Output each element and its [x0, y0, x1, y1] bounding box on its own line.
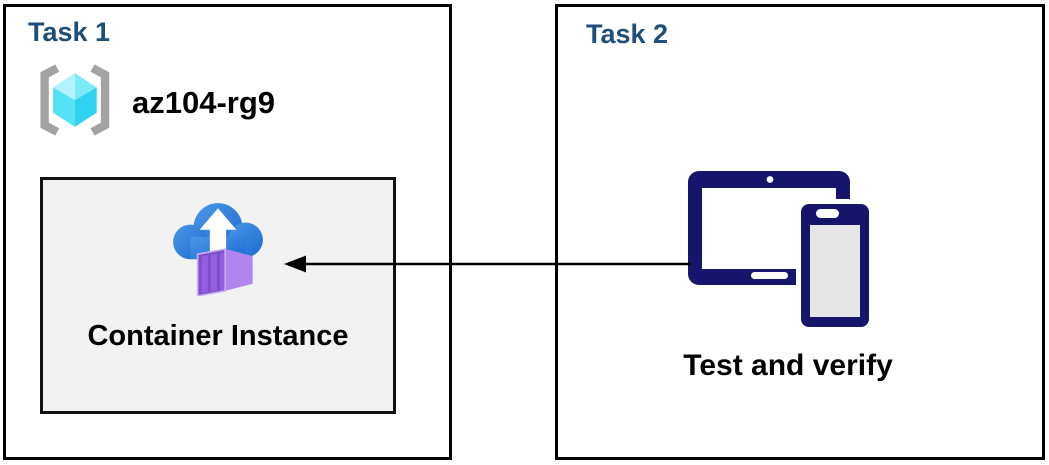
resource-group: az104-rg9 — [32, 61, 275, 144]
resource-group-name: az104-rg9 — [132, 84, 276, 120]
container-instance-label: Container Instance — [87, 320, 349, 352]
task2-title: Task 2 — [586, 19, 669, 49]
task2-box: Task 2 Test and verify — [555, 4, 1045, 460]
container-instance-icon — [167, 194, 269, 297]
task1-box: Task 1 az104-rg9 — [3, 4, 452, 460]
task1-title: Task 1 — [28, 17, 111, 47]
container-instance-card: Container Instance — [40, 177, 396, 414]
devices-icon — [686, 167, 876, 335]
resource-group-icon — [32, 61, 116, 144]
test-and-verify-label: Test and verify — [683, 349, 893, 382]
